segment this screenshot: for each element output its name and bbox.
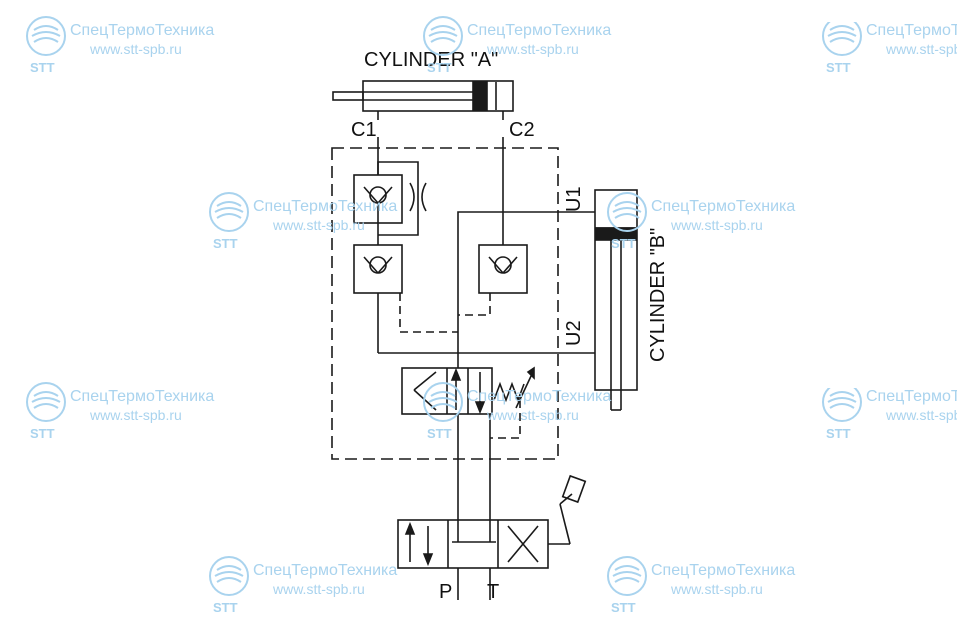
watermark-url: www.stt-spb.ru xyxy=(671,217,763,233)
watermark-url: www.stt-spb.ru xyxy=(671,581,763,597)
cylinder-b-label: CYLINDER "B" xyxy=(647,228,669,362)
wave-logo-icon xyxy=(607,192,647,232)
watermark-company: СпецТермоТехника xyxy=(70,388,215,405)
port-t-label: T xyxy=(487,581,499,603)
watermark-url: www.stt-spb.ru xyxy=(886,407,957,423)
watermark-url: www.stt-spb.ru xyxy=(487,407,579,423)
port-c1-label: C1 xyxy=(351,119,377,141)
watermark-logo-text: STT xyxy=(213,600,238,615)
watermark-url: www.stt-spb.ru xyxy=(487,41,579,57)
wave-logo-icon xyxy=(822,388,862,422)
watermark-company: СпецТермоТехника xyxy=(70,22,215,39)
wave-logo-icon xyxy=(209,556,249,596)
pilot-valve xyxy=(401,366,535,415)
valve-block-outline xyxy=(331,147,559,460)
watermark-logo-text: STT xyxy=(826,426,851,441)
port-c2-label: C2 xyxy=(509,119,535,141)
wave-logo-icon xyxy=(26,16,66,56)
orifice-restrictor xyxy=(377,161,427,236)
watermark-url: www.stt-spb.ru xyxy=(90,41,182,57)
watermark-company: СпецТермоТехника xyxy=(467,388,612,405)
watermark-logo-text: STT xyxy=(611,600,636,615)
watermark: СпецТермоТехника www.stt-spb.ru STT xyxy=(820,22,957,82)
check-valve-3 xyxy=(478,244,528,294)
port-u2-label: U2 xyxy=(563,320,585,346)
wave-logo-icon xyxy=(423,382,463,422)
watermark-company: СпецТермоТехника xyxy=(467,22,612,39)
watermark: СпецТермоТехника www.stt-spb.ru STT xyxy=(24,16,224,82)
port-p-label: P xyxy=(439,581,452,603)
watermark-logo-text: STT xyxy=(611,236,636,251)
cylinder-a-symbol xyxy=(332,80,514,120)
watermark-logo-text: STT xyxy=(427,60,452,75)
watermark-url: www.stt-spb.ru xyxy=(90,407,182,423)
watermark-logo-text: STT xyxy=(30,426,55,441)
watermark: СпецТермоТехника www.stt-spb.ru STT xyxy=(605,192,805,258)
watermark-url: www.stt-spb.ru xyxy=(273,581,365,597)
watermark-logo-text: STT xyxy=(30,60,55,75)
watermark-url: www.stt-spb.ru xyxy=(273,217,365,233)
watermark-company: СпецТермоТехника xyxy=(866,388,957,405)
watermark: СпецТермоТехника www.stt-spb.ru STT xyxy=(207,192,407,258)
watermark: СпецТермоТехника www.stt-spb.ru STT xyxy=(820,388,957,448)
watermark-company: СпецТермоТехника xyxy=(866,22,957,39)
watermark-company: СпецТермоТехника xyxy=(651,562,796,579)
wave-logo-icon xyxy=(423,16,463,56)
watermark-company: СпецТермоТехника xyxy=(253,562,398,579)
watermark-url: www.stt-spb.ru xyxy=(886,41,957,57)
watermark: СпецТермоТехника www.stt-spb.ru STT xyxy=(24,382,224,448)
watermark: СпецТермоТехника www.stt-spb.ru STT xyxy=(605,556,805,622)
watermark: СпецТермоТехника www.stt-spb.ru STT xyxy=(421,382,621,448)
wave-logo-icon xyxy=(607,556,647,596)
cylinder-a-label: CYLINDER "A" xyxy=(364,49,498,71)
watermark: СпецТермоТехника www.stt-spb.ru STT xyxy=(207,556,407,622)
wave-logo-icon xyxy=(822,22,862,56)
watermark-logo-text: STT xyxy=(213,236,238,251)
wave-logo-icon xyxy=(26,382,66,422)
watermark-logo-text: STT xyxy=(826,60,851,75)
port-u1-label: U1 xyxy=(563,186,585,212)
watermark-logo-text: STT xyxy=(427,426,452,441)
wave-logo-icon xyxy=(209,192,249,232)
watermark: СпецТермоТехника www.stt-spb.ru STT xyxy=(421,16,621,82)
manual-control-valve xyxy=(397,474,587,569)
check-valve-1 xyxy=(353,174,403,224)
watermark-company: СпецТермоТехника xyxy=(253,198,398,215)
watermark-company: СпецТермоТехника xyxy=(651,198,796,215)
